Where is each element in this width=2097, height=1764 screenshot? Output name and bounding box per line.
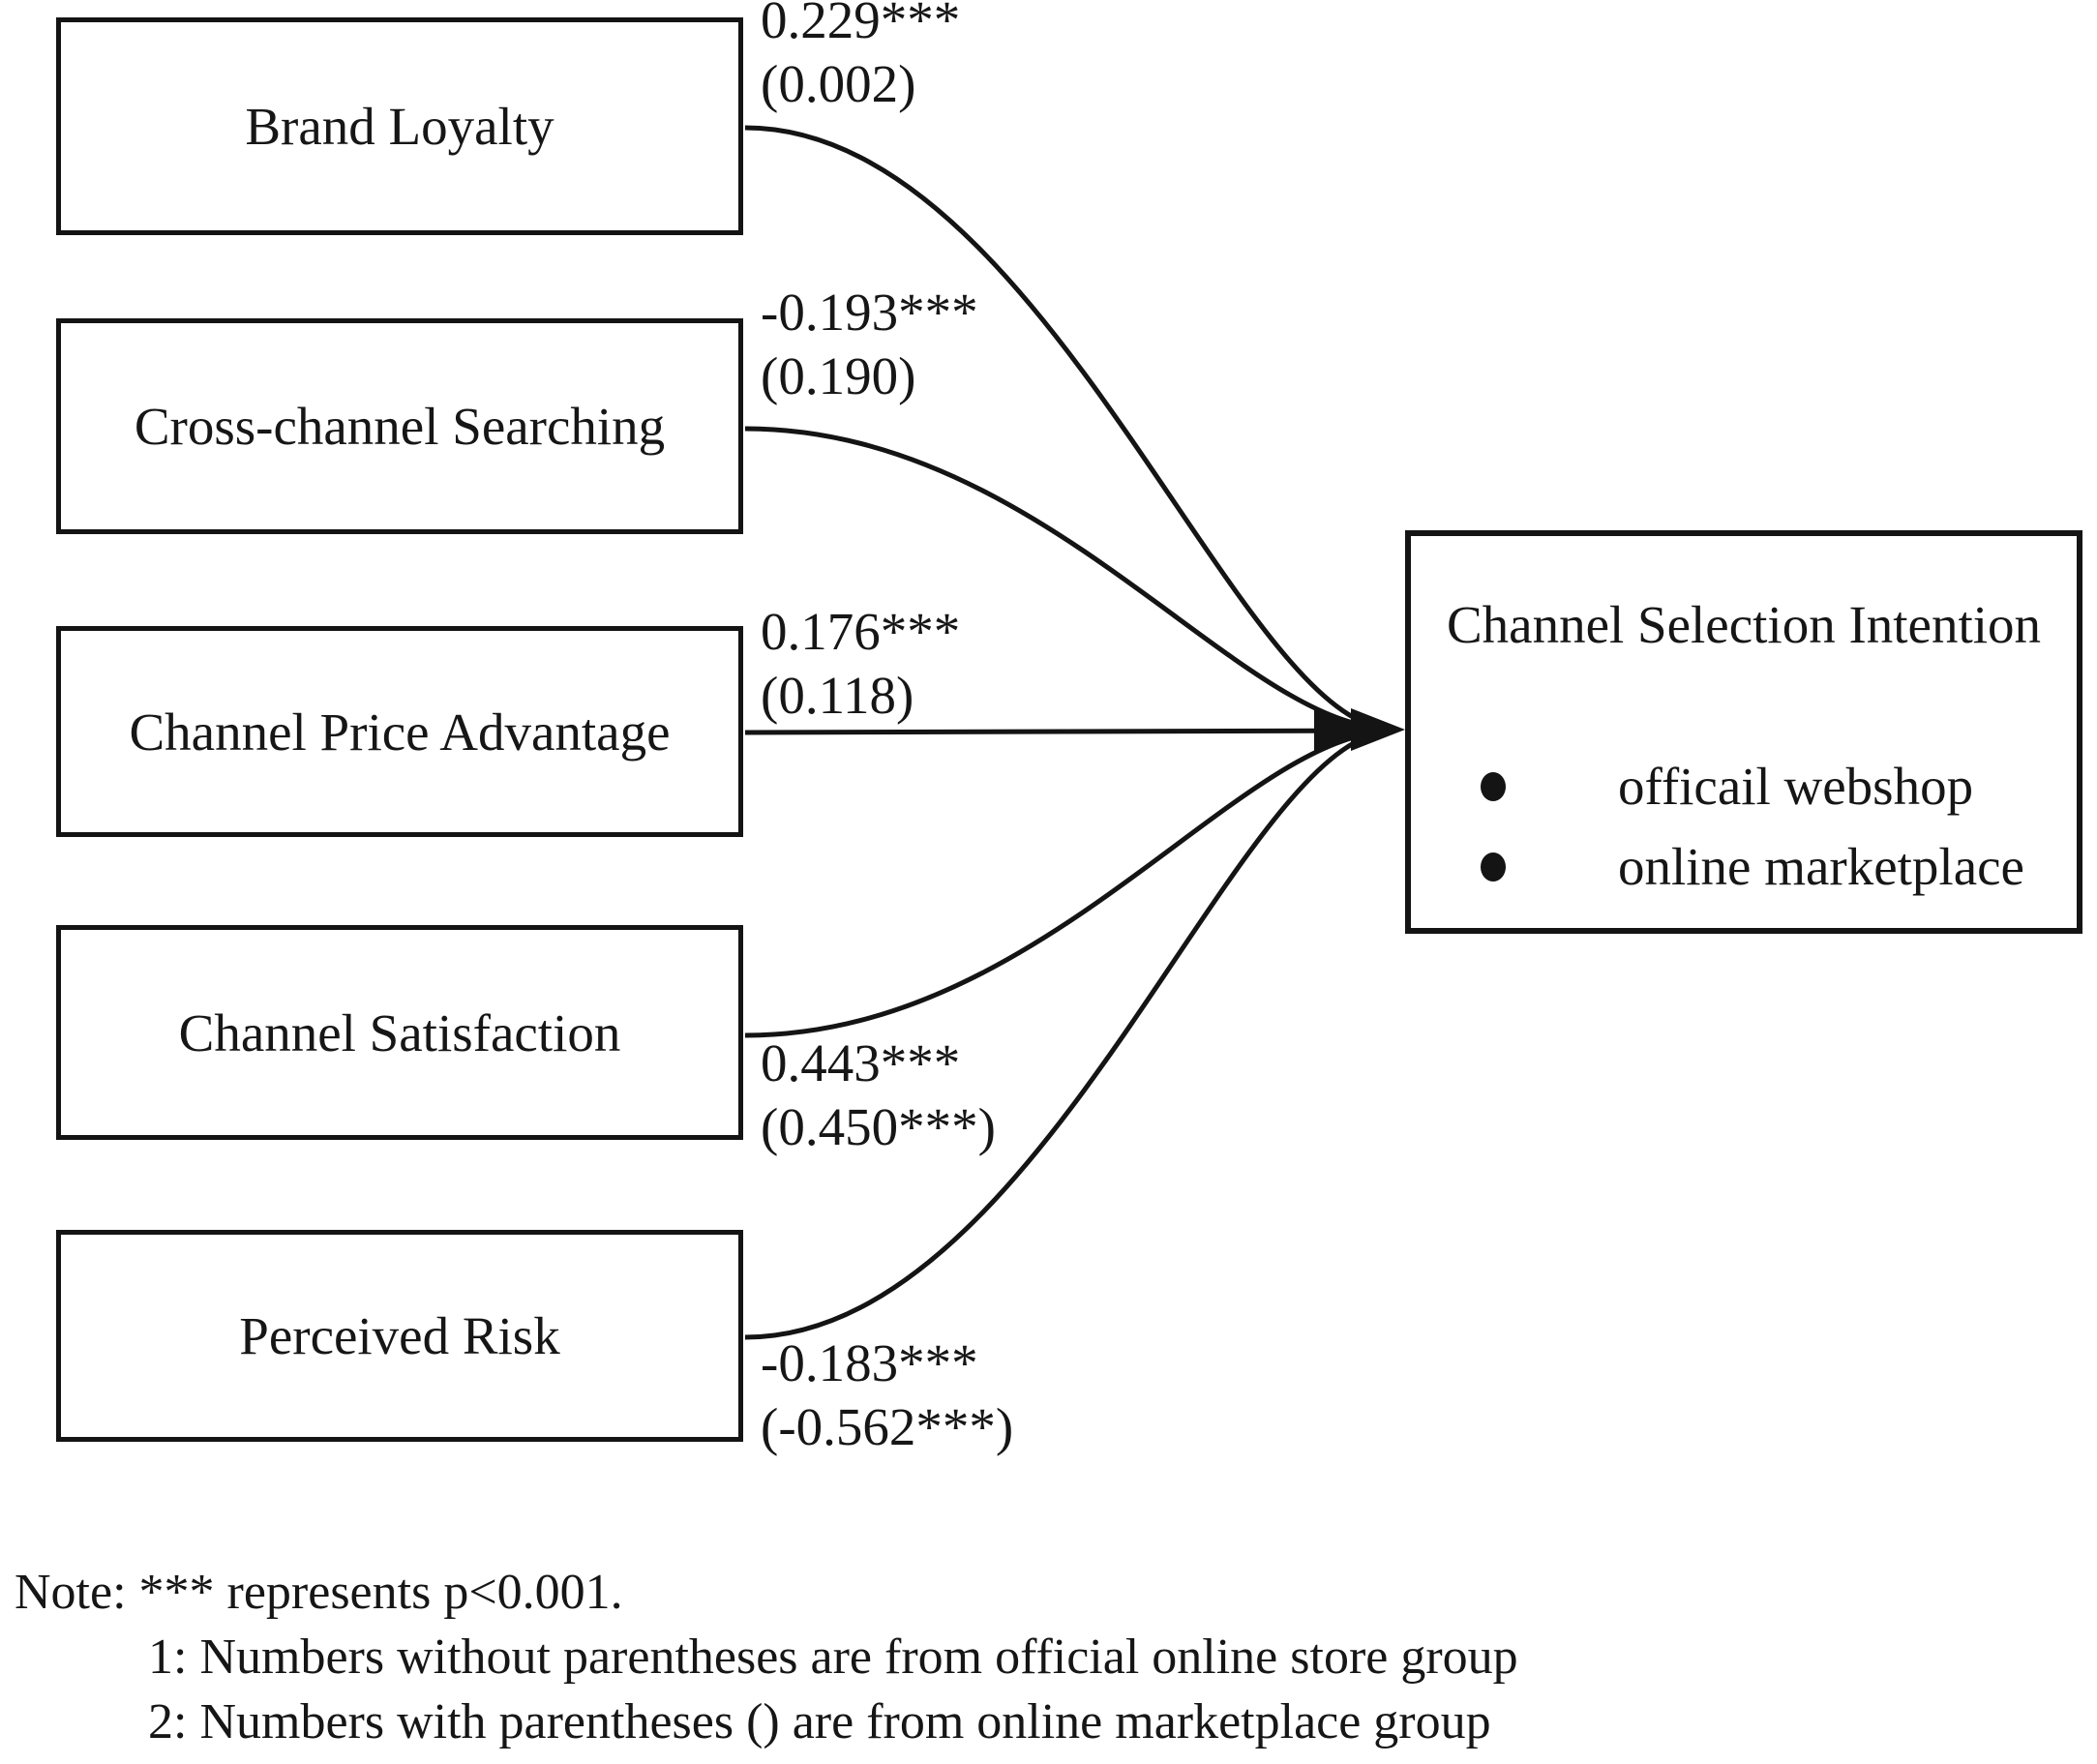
coefficient-paren: (0.450***) xyxy=(761,1097,996,1156)
bullet-label: online marketplace xyxy=(1618,837,2024,896)
path-channel-price-advantage xyxy=(744,728,1394,735)
coefficient-paren: (-0.562***) xyxy=(761,1397,1014,1456)
note-line: 1: Numbers without parentheses are from … xyxy=(148,1629,1518,1685)
coefficient-label-cross-channel-searching: -0.193*** (0.190) xyxy=(761,281,978,408)
coefficient-value: -0.183*** xyxy=(761,1333,978,1392)
outcome-title: Channel Selection Intention xyxy=(1446,595,2042,654)
coefficient-paren: (0.002) xyxy=(761,54,916,113)
figure-note: Note: *** represents p<0.001. 1: Numbers… xyxy=(15,1560,1518,1754)
box-label: Brand Loyalty xyxy=(245,97,554,156)
arrowhead-icon xyxy=(1314,708,1368,751)
box-brand-loyalty: Brand Loyalty xyxy=(56,17,743,235)
box-label: Cross-channel Searching xyxy=(134,397,666,456)
bullet-label: officail webshop xyxy=(1618,757,1974,816)
box-label: Perceived Risk xyxy=(239,1306,560,1365)
coefficient-value: 0.229*** xyxy=(761,0,961,49)
note-line: Note: *** represents p<0.001. xyxy=(15,1565,623,1620)
coefficient-paren: (0.190) xyxy=(761,346,916,405)
box-cross-channel-searching: Cross-channel Searching xyxy=(56,318,743,534)
box-perceived-risk: Perceived Risk xyxy=(56,1230,743,1442)
path-cross-channel-searching xyxy=(744,426,1393,732)
coefficient-label-channel-satisfaction: 0.443*** (0.450***) xyxy=(761,1031,996,1159)
coefficient-paren: (0.118) xyxy=(761,666,914,725)
coefficient-label-channel-price-advantage: 0.176*** (0.118) xyxy=(761,600,960,728)
box-label: Channel Price Advantage xyxy=(129,702,671,762)
bullet-icon xyxy=(1481,852,1506,882)
bullet-icon xyxy=(1481,771,1506,801)
box-channel-price-advantage: Channel Price Advantage xyxy=(56,626,743,837)
outcome-bullet-list: officail webshop online marketplace xyxy=(1411,756,2077,897)
box-channel-satisfaction: Channel Satisfaction xyxy=(56,925,743,1140)
coefficient-value: 0.443*** xyxy=(761,1033,961,1092)
arrowhead-icon xyxy=(1351,708,1405,751)
path-channel-satisfaction xyxy=(744,729,1393,1038)
coefficient-label-perceived-risk: -0.183*** (-0.562***) xyxy=(761,1331,1013,1459)
list-item: officail webshop xyxy=(1411,756,2077,817)
coefficient-label-brand-loyalty: 0.229*** (0.002) xyxy=(761,0,960,116)
path-perceived-risk xyxy=(744,729,1393,1340)
box-channel-selection-intention: Channel Selection Intention officail web… xyxy=(1405,530,2082,934)
box-label: Channel Satisfaction xyxy=(178,1002,621,1062)
path-brand-loyalty xyxy=(744,125,1393,732)
coefficient-value: -0.193*** xyxy=(761,283,978,342)
coefficient-value: 0.176*** xyxy=(761,602,961,661)
note-line: 2: Numbers with parentheses () are from … xyxy=(148,1694,1491,1749)
list-item: online marketplace xyxy=(1411,836,2077,897)
